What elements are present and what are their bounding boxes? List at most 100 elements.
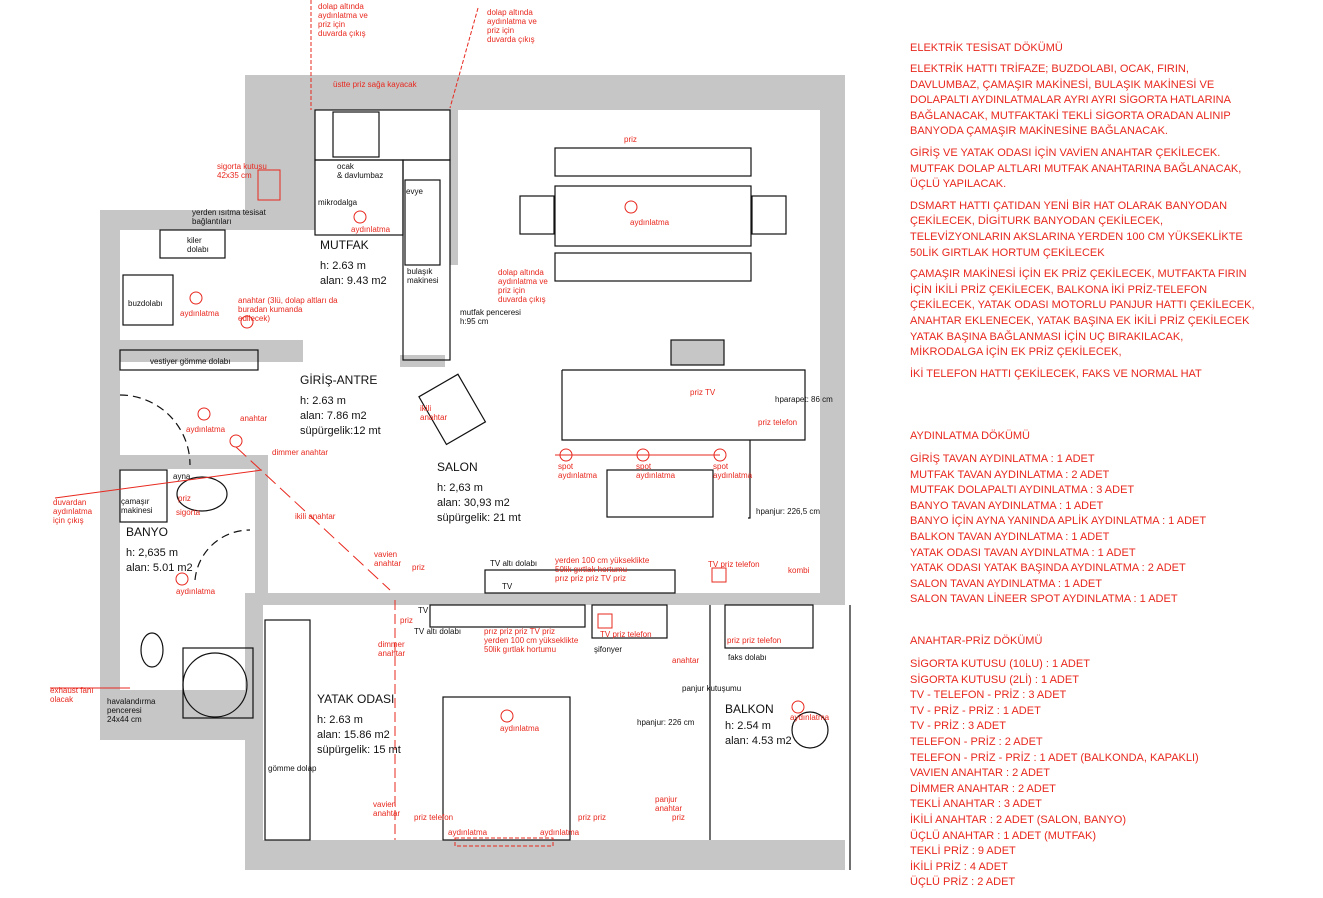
annotation-label: prız priz priz TV priz yerden 100 cm yük… [484,627,579,654]
room-balkon: BALKON h: 2.54 m alan: 4.53 m2 [725,702,792,749]
paragraph-line: GİRİŞ VE YATAK ODASI İÇİN VAVİEN ANAHTAR… [910,146,1221,159]
annotation-label: panjur anahtar [655,795,683,813]
annotation-label: sigorta [176,508,201,517]
room-name: YATAK ODASI [317,692,395,706]
annotation-label: dolap altında aydınlatma ve priz için du… [318,2,368,38]
paragraph-line: 50LİK GIRTLAK HORTUM ÇEKİLECEK [910,246,1105,259]
annotation-label: dolap altında aydınlatma ve priz için du… [487,8,537,44]
list-item: SALON TAVAN LİNEER SPOT AYDINLATMA : 1 A… [910,593,1178,606]
list-item: ÜÇLÜ PRİZ : 2 ADET [910,876,1016,889]
annotation-label: priz priz [578,813,607,822]
annotation-label: aydınlatma [186,425,226,434]
sink [404,179,441,266]
room-area: alan: 7.86 m2 [300,410,367,422]
room-name: MUTFAK [320,238,369,252]
room-mutfak: MUTFAK h: 2.63 m alan: 9.43 m2 [320,238,387,289]
fixture-label: ayna [173,472,191,481]
fixture-label: hparapet: 86 cm [775,395,833,404]
paragraph: DSMART HATTI ÇATIDAN YENİ BİR HAT OLARAK… [910,199,1255,261]
fixture-label: mikrodalga [318,198,358,207]
paragraph-line: MİKRODALGA İÇİN EK PRİZ ÇEKİLECEK, [910,346,1122,359]
panel-aydinlatma: AYDINLATMA DÖKÜMÜ GİRİŞ TAVAN AYDINLATMA… [910,430,1206,608]
annotation-label: aydınlatma [500,724,540,733]
fixture-label: yerden ısıtma tesisat bağlantıları [192,208,266,226]
fixture-label: ocak & davlumbaz [337,162,384,180]
annotation-label: exhaust fanı olacak [50,686,94,704]
paragraph: İKİ TELEFON HATTI ÇEKİLECEK, FAKS VE NOR… [910,367,1255,383]
annotation-label: üstte priz sağa kayacak [333,80,417,89]
annotation-label: sigorta kutusu 42x35 cm [217,162,267,180]
paragraph-line: DAVLUMBAZ, ÇAMAŞIR MAKİNESİ, BULAŞIK MAK… [910,78,1215,91]
annotation-label: priz [412,563,425,572]
room-area: alan: 15.86 m2 [317,729,390,741]
annotation-label: priz TV [690,388,716,397]
annotation-label: dolap altında aydınlatma ve priz için du… [498,268,548,304]
paragraph-line: BAĞLANACAK, MUTFAKTAKİ TEKLİ SİGORTA ORA… [910,109,1231,122]
fixture-label: havalandırma penceresi 24x44 cm [107,697,156,724]
tv-socket [597,613,613,629]
fixture-label: buzdolabı [128,299,163,308]
fixture-label: mutfak penceresi h:95 cm [460,308,521,326]
built-in-wardrobe [264,619,311,841]
fixture-label: TV [418,606,429,615]
tv-cabinet-bedroom [429,604,586,628]
fixture-label: evye [406,187,423,196]
panel-tesisat: ELEKTRİK TESİSAT DÖKÜMÜ ELEKTRİK HATTI T… [910,42,1255,388]
annotation-label: aydınlatma [176,587,216,596]
paragraph-line: TELEVİZYONLARIN AKSLARINA YERDEN 100 CM … [910,230,1243,243]
annotation-label: priz [400,616,413,625]
annotation-label: TV priz telefon [600,630,652,639]
annotation-label: vavien anahtar [374,550,402,568]
tv-socket [711,567,727,583]
annotation-label: spot aydınlatma [636,462,676,480]
annotation-label: priz [672,813,685,822]
annotation-label: dimmer anahtar [378,640,406,658]
annotation-label: ikili anahtar [420,404,448,422]
annotation-label: spot aydınlatma [713,462,753,480]
fixture-label: vestiyer gömme dolabı [150,357,231,366]
list-item: BANYO İÇİN AYNA YANINDA APLİK AYDINLATMA… [910,515,1207,528]
annotation-label: ikili anahtar [295,512,336,521]
room-giris: GİRİŞ-ANTRE h: 2.63 m alan: 7.86 m2 süpü… [300,373,381,439]
annotation-label: priz [178,494,191,503]
list-item: İKİLİ ANAHTAR : 2 ADET (SALON, BANYO) [910,813,1126,826]
paragraph-line: İKİ TELEFON HATTI ÇEKİLECEK, FAKS VE NOR… [910,367,1202,380]
room-area: alan: 9.43 m2 [320,275,387,287]
annotation-label: duvardan aydınlatma için çıkış [53,498,93,525]
paragraph-line: MUTFAK DOLAP ALTLARI MUTFAK ANAHTARINA B… [910,162,1242,175]
room-skirting: süpürgelik:12 mt [300,425,381,437]
room-name: SALON [437,460,478,474]
annotation-label: priz priz telefon [727,636,782,645]
annotation-label: aydınlatma [180,309,220,318]
list-item: TV - PRİZ : 3 ADET [910,720,1006,733]
list-item: SİGORTA KUTUSU (2Lİ) : 1 ADET [910,673,1079,686]
electrical-symbols [50,0,805,847]
list-item: TV - TELEFON - PRİZ : 3 ADET [910,689,1067,702]
floor-plan [50,0,851,870]
fixture-label: çamaşır makinesi [121,497,153,515]
list-item: MUTFAK DOLAPALTI AYDINLATMA : 3 ADET [910,484,1135,497]
list-item: GİRİŞ TAVAN AYDINLATMA : 1 ADET [910,453,1095,465]
room-skirting: süpürgelik: 21 mt [437,512,521,524]
dining-table [554,185,752,247]
dresser [591,604,668,639]
paragraph-line: YATAK BAŞINA BAĞLANMASI İÇİN UÇ BIRAKILA… [910,330,1184,343]
annotation-label: aydınlatma [630,218,670,227]
list-item: TEKLİ PRİZ : 9 ADET [910,845,1016,858]
paragraph: ELEKTRİK HATTI TRİFAZE; BUZDOLABI, OCAK,… [910,62,1255,140]
room-name: GİRİŞ-ANTRE [300,373,378,387]
list-item: YATAK ODASI YATAK BAŞINDA AYDINLATMA : 2… [910,562,1186,575]
annotation-label: kombi [788,566,810,575]
annotation-label: yerden 100 cm yükseklikte 50lik gırtlak … [555,556,650,583]
fixture-label: panjur kutuşumu [682,684,742,693]
fixture-label: faks dolabı [728,653,767,662]
fuse-box [257,169,281,201]
list-item: TELEFON - PRİZ - PRİZ : 1 ADET (BALKONDA… [910,751,1199,764]
fixture-label: TV altı dolabı [414,627,462,636]
annotation-label: TV priz telefon [708,560,760,569]
annotation-label: priz [624,135,637,144]
room-height: h: 2.54 m [725,720,771,732]
pantry [159,229,226,259]
annotation-label: vavien anahtar [373,800,401,818]
plan-lines [119,109,851,870]
